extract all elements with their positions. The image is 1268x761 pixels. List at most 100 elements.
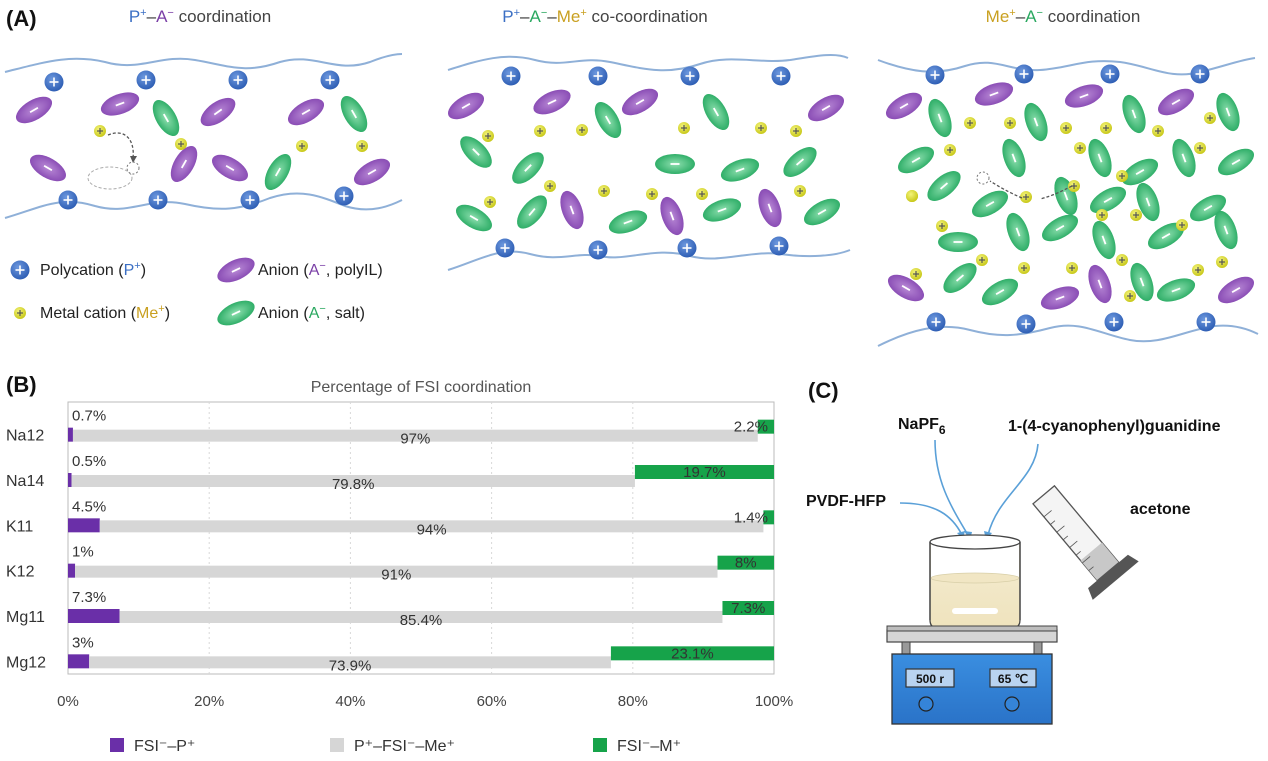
- chart-data-label: 19.7%: [683, 464, 726, 481]
- anion-polyil-icon: [621, 88, 659, 116]
- metal-cation-icon: [1096, 209, 1108, 221]
- anion-salt-icon: [1054, 176, 1078, 216]
- chart-legend: FSI⁻–P⁺P⁺–FSI⁻–Me⁺FSI⁻–M⁺: [110, 738, 681, 755]
- chart-bar-fsi-p: [68, 609, 120, 623]
- polycation-icon: [1104, 312, 1124, 332]
- chart-bar-fsi-p: [68, 654, 90, 669]
- polycation-icon: [320, 70, 340, 90]
- anion-salt-icon: [927, 171, 961, 201]
- chart-data-label: 2.2%: [734, 419, 768, 436]
- chart-category-label: Na12: [6, 428, 44, 445]
- beaker: [929, 534, 1021, 629]
- polycation-icon: [1014, 64, 1034, 84]
- migration-arrow-1: [107, 132, 134, 159]
- anion-salt-icon: [1089, 186, 1127, 214]
- chart-bars: 0.7%97%2.2%0.5%79.8%19.7%4.5%94%1.4%1%91…: [68, 408, 774, 674]
- polycation-icon: [44, 72, 64, 92]
- anion-salt-icon: [928, 98, 952, 138]
- chart-bar-fsi-m: [757, 419, 774, 434]
- metal-cation-icon: [1204, 112, 1216, 124]
- chart-category-label: K12: [6, 564, 35, 581]
- legend-anion-polyil-icon: [217, 257, 255, 283]
- chart-legend-swatch: [593, 738, 607, 752]
- migration-arrow-head-1: [130, 156, 137, 163]
- metal-cation-icon: [1116, 254, 1128, 266]
- chart-plot-frame: [67, 401, 775, 675]
- anion-polyil-icon: [100, 92, 140, 116]
- metal-cation-icon: [175, 138, 187, 150]
- anion-salt-icon: [1121, 158, 1159, 186]
- legend-metal-cation-label: Metal cation (Me+): [40, 303, 170, 322]
- reagent-pvdf-hfp-label: PVDF-HFP: [806, 493, 886, 510]
- header-p-a-me-co-coordination: P+–A−–Me+ co-coordination: [502, 7, 708, 26]
- speed-knob: [918, 696, 934, 712]
- anion-salt-icon: [897, 146, 935, 174]
- chart-data-label: 7.3%: [731, 600, 765, 617]
- stirring-hot-plate: 500 r 65 ℃: [886, 625, 1058, 725]
- polycation-icon: [501, 66, 521, 86]
- metal-cation-icon: [1074, 142, 1086, 154]
- chart-bar-fsi-p: [68, 518, 100, 533]
- temperature-knob: [1004, 696, 1020, 712]
- polymer-chain-bottom-1: [4, 192, 403, 219]
- metal-cation-icon: [1068, 180, 1080, 192]
- anion-salt-icon: [1006, 212, 1030, 252]
- anion-salt-icon: [803, 198, 841, 226]
- polycation-icon: [334, 186, 354, 206]
- legend-metal-cation-icon: [14, 307, 26, 319]
- metal-cation-icon: [482, 130, 494, 142]
- chart-bar-fsi-p: [68, 473, 72, 487]
- header-me-a-coordination: Me+–A− coordination: [986, 7, 1141, 26]
- polycation-icon: [148, 190, 168, 210]
- chart-bar-p-fsi-me: [89, 656, 611, 669]
- chart-legend-swatch: [330, 738, 344, 752]
- anion-salt-icon: [1088, 138, 1112, 178]
- panel-a-label: (A): [6, 6, 37, 31]
- chart-data-label: 94%: [417, 521, 447, 538]
- polycation-icon: [677, 238, 697, 258]
- anion-polyil-icon: [560, 190, 584, 230]
- anion-salt-icon: [264, 153, 292, 191]
- chart-bar-p-fsi-me: [119, 611, 723, 623]
- legend-anion-polyil-label: Anion (A−, polyIL): [258, 260, 383, 279]
- anion-polyil-icon: [807, 94, 845, 122]
- panel-b: (B) Percentage of FSI coordination 0.7%9…: [6, 372, 793, 755]
- chart-x-tick-label: 60%: [477, 693, 507, 710]
- legend-polycation-icon: [10, 260, 30, 280]
- anion-salt-icon: [1189, 194, 1227, 222]
- chart-data-label: 73.9%: [329, 657, 372, 674]
- legend-anion-salt-icon: [217, 300, 255, 326]
- chart-bar-p-fsi-me: [71, 475, 635, 487]
- anion-salt-icon: [1147, 222, 1185, 250]
- reagent-acetone-label: acetone: [1130, 501, 1191, 518]
- metal-cation-icon: [1116, 170, 1128, 182]
- chart-data-label: 97%: [400, 431, 430, 448]
- metal-cation-icon: [646, 188, 658, 200]
- anion-salt-icon: [460, 136, 492, 168]
- polycation-icon: [240, 190, 260, 210]
- metal-cation-icon: [1100, 122, 1112, 134]
- anion-polyil-icon: [533, 89, 571, 115]
- anion-polyil-icon: [15, 96, 53, 124]
- metal-cation-icon: [976, 254, 988, 266]
- panel-a: (A) P+–A− coordination P+–A−–Me+ co-coor…: [4, 6, 1259, 347]
- polycation-icon: [58, 190, 78, 210]
- anion-salt-icon: [655, 154, 695, 174]
- temperature-display: [989, 668, 1037, 688]
- chart-bar-fsi-m: [763, 510, 774, 525]
- chart-legend-swatch: [110, 738, 124, 752]
- panel-a-legend: Polycation (P+) Anion (A−, polyIL) Metal…: [10, 257, 383, 326]
- chart-bar-fsi-p: [68, 427, 73, 442]
- anion-salt-icon: [938, 232, 978, 252]
- anion-salt-icon: [981, 278, 1019, 306]
- anion-salt-icon: [1136, 182, 1160, 222]
- metal-cation-icon: [790, 125, 802, 137]
- polymer-chain-top-2: [447, 53, 849, 72]
- chart-bar-fsi-m: [634, 465, 774, 479]
- polycation-icon: [228, 70, 248, 90]
- anion-salt-icon: [1217, 148, 1255, 176]
- metal-cation-icon: [910, 268, 922, 280]
- anion-salt-icon: [1002, 138, 1026, 178]
